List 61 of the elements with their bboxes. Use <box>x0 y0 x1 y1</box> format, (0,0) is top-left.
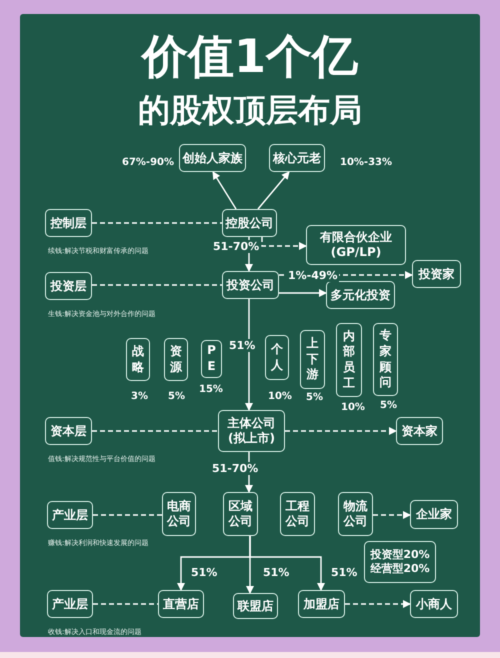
entity-box: 有限合伙企业 (GP/LP) <box>306 225 406 265</box>
entity-box: 加盟店 <box>298 590 345 618</box>
arrow <box>285 427 397 435</box>
edge-label: 51-70% <box>212 240 260 253</box>
layer-box: 控制层 <box>45 209 92 237</box>
shareholder-box: 内部员工 <box>336 323 362 397</box>
percentage-label: 15% <box>199 384 223 395</box>
percentage-label: 10% <box>268 391 292 402</box>
arrow <box>373 511 411 519</box>
shareholder-box: 资源 <box>164 338 188 381</box>
percentage-label: 5% <box>168 391 185 402</box>
entity-box: 投资型20% 经营型20% <box>364 541 436 583</box>
entity-box: 直营店 <box>158 590 204 618</box>
connector-line <box>92 430 218 432</box>
percentage-label: 5% <box>306 392 323 403</box>
shareholder-box: 专家顾问 <box>373 323 398 396</box>
entity-box: 工程公司 <box>280 492 315 536</box>
arrow <box>212 171 237 210</box>
entity-box: 资本家 <box>396 417 443 445</box>
layer-box: 产业层 <box>47 501 93 529</box>
entity-box: 小商人 <box>410 590 458 618</box>
entity-box: 区域公司 <box>223 492 258 536</box>
edge-label: 51% <box>228 339 256 352</box>
arrow <box>345 600 411 608</box>
entity-box: 投资家 <box>412 260 461 288</box>
entity-box: 企业家 <box>410 500 458 529</box>
entity-box: 控股公司 <box>222 209 277 237</box>
entity-box: 物流公司 <box>338 492 373 536</box>
title: 价值1个亿的股权顶层布局 <box>137 28 363 132</box>
percentage-label: 5% <box>380 400 397 411</box>
connector-line <box>92 222 222 224</box>
entity-box: 电商公司 <box>162 492 196 536</box>
percentage-label: 10% <box>341 402 365 413</box>
shareholder-box: 个人 <box>265 335 289 380</box>
arrow <box>245 299 253 411</box>
layer-box: 资本层 <box>45 417 92 445</box>
edge-label: 51% <box>262 566 290 579</box>
shareholder-box: 战略 <box>126 338 150 381</box>
shareholder-box: PE <box>201 340 222 378</box>
percentage-label: 67%-90% <box>122 157 174 168</box>
connector-line <box>93 603 158 605</box>
edge-label: 51% <box>330 566 358 579</box>
layer-box: 投资层 <box>45 272 92 300</box>
entity-box: 投资公司 <box>222 271 279 299</box>
percentage-label: 10%-33% <box>340 157 392 168</box>
arrow <box>249 536 325 591</box>
connector-line <box>93 514 162 516</box>
edge-label: 1%-49% <box>287 269 339 282</box>
entity-box: 核心元老 <box>269 144 325 172</box>
arrow <box>279 289 327 297</box>
layer-box: 产业层 <box>47 590 93 618</box>
arrow <box>261 237 307 250</box>
arrow <box>257 171 290 210</box>
edge-label: 51% <box>190 566 218 579</box>
shareholder-box: 上下游 <box>300 330 325 389</box>
edge-label: 51-70% <box>211 462 260 475</box>
entity-box: 主体公司 (拟上市) <box>218 410 285 452</box>
percentage-label: 3% <box>131 391 148 402</box>
entity-box: 联盟店 <box>233 593 278 619</box>
entity-box: 创始人家族 <box>179 144 246 172</box>
connector-line <box>92 284 222 286</box>
